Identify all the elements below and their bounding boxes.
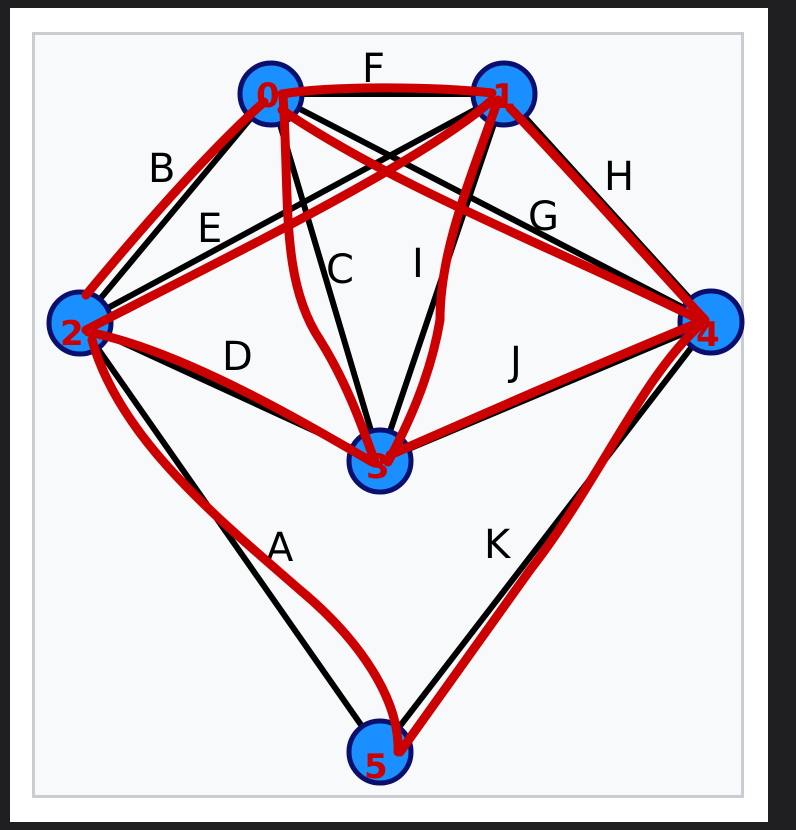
edge-label-D: D <box>222 334 253 380</box>
edge-G-line <box>268 91 714 325</box>
red-stroke-H <box>505 103 710 325</box>
handwritten-label-bottom: 5 <box>364 747 388 787</box>
edge-A-line <box>77 320 383 755</box>
red-stroke-J <box>385 317 705 460</box>
red-stroke-C <box>278 91 380 467</box>
red-overlay-strokes <box>81 83 710 757</box>
edge-label-K: K <box>484 522 512 568</box>
red-stroke-E <box>81 95 497 335</box>
red-stroke-K <box>395 320 705 757</box>
edge-label-B: B <box>148 146 175 192</box>
handwritten-label-top-left: 0 <box>256 76 280 116</box>
red-stroke-B <box>81 97 269 300</box>
edge-label-F: F <box>362 46 385 92</box>
handwritten-label-top-right: 1 <box>492 77 516 117</box>
red-stroke-F <box>277 83 497 99</box>
edge-label-J: J <box>507 339 522 385</box>
handwritten-label-right: 4 <box>696 315 720 355</box>
red-stroke-G <box>277 105 705 325</box>
handwritten-node-labels: 0 1 2 3 4 5 <box>60 76 720 787</box>
edge-label-C: C <box>326 247 354 293</box>
edge-label-E: E <box>197 206 222 252</box>
edge-label-H: H <box>604 154 634 200</box>
handwritten-label-center: 3 <box>366 447 390 487</box>
edge-K-line <box>377 319 714 755</box>
nodes <box>46 60 745 786</box>
red-stroke-D <box>83 327 377 467</box>
edge-labels: F B H E G C I D J A K <box>148 46 634 571</box>
edge-B-line <box>77 91 274 326</box>
red-stroke-I <box>383 95 503 467</box>
red-stroke-A <box>87 335 403 757</box>
edge-label-G: G <box>528 194 559 240</box>
edge-label-I: I <box>412 241 424 287</box>
handwritten-label-left: 2 <box>60 314 84 354</box>
